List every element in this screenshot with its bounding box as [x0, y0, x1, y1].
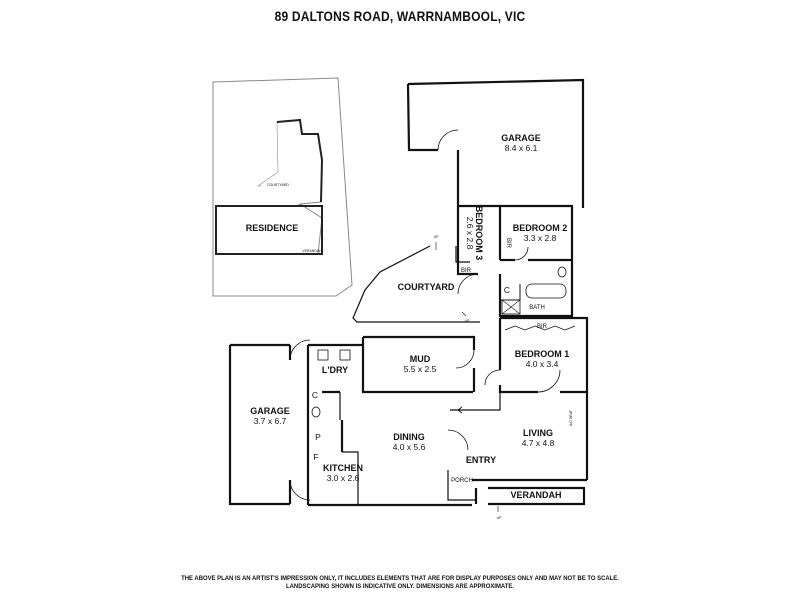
toilet-icon: [311, 406, 321, 418]
living-dims: 4.7 x 4.8: [522, 438, 555, 448]
bir-label: BIR: [461, 268, 472, 274]
bedroom-wall-top: [458, 204, 574, 278]
verandah-outline: [488, 486, 586, 506]
side-garage-left-bottom: [228, 345, 290, 506]
garage-main-label: GARAGE: [501, 133, 541, 143]
disclaimer: THE ABOVE PLAN IS AN ARTIST'S IMPRESSION…: [0, 575, 800, 591]
shower-cross-2: [501, 299, 521, 315]
courtyard-steps: [455, 246, 470, 263]
entry-arrowhead: [457, 406, 463, 414]
mud-dims: 5.5 x 2.5: [404, 364, 437, 374]
site-verandah-label: VERANDAH: [302, 249, 322, 253]
washer: [317, 349, 329, 361]
up-arrow-icon: [461, 311, 467, 317]
walls: [228, 78, 589, 507]
residence-courtyard-outline: [257, 121, 279, 187]
bed3-left: [456, 206, 478, 276]
bedroom3-dims: 2.6 x 2.8: [465, 217, 475, 250]
page-title: 89 DALTONS ROAD, WARRNAMBOOL, VIC: [274, 8, 526, 24]
bedroom3-label-group: BEDROOM 3 2.6 x 2.8: [465, 206, 484, 261]
bedroom2-label: BEDROOM 2: [513, 223, 568, 233]
living-label: LIVING: [523, 428, 553, 438]
verandah-label: VERANDAH: [510, 490, 561, 500]
mud-label: MUD: [410, 354, 431, 364]
residence-label: RESIDENCE: [246, 223, 299, 233]
site-boundary: [212, 77, 353, 297]
mud-top: [363, 335, 476, 350]
courtyard-label: COURTYARD: [398, 282, 455, 292]
bedroom2-dims: 3.3 x 2.8: [524, 233, 557, 243]
porch-label: PORCH: [451, 478, 473, 484]
shower: [501, 299, 521, 315]
toilet-icon: [557, 266, 567, 278]
living-top-inner: [450, 392, 501, 411]
residence-outline: [216, 119, 323, 207]
disclaimer-line1: THE ABOVE PLAN IS AN ARTIST'S IMPRESSION…: [181, 575, 619, 582]
up-label: UP: [465, 319, 471, 323]
courtyard-outline: [352, 245, 480, 323]
ac-heat-label: A/C HEAT: [569, 409, 573, 426]
bath-label: BATH: [529, 305, 545, 311]
bedroom1-bottom: [498, 385, 538, 394]
pantry-label: P: [315, 432, 321, 442]
garage-wall-top-right: [407, 78, 585, 208]
residence-outline-bold: [276, 118, 324, 203]
dining-label: DINING: [393, 432, 425, 442]
bedroom3-label: BEDROOM 3: [474, 206, 484, 261]
bir-label: BIR: [537, 324, 548, 330]
garage-wall-left: [406, 83, 438, 152]
site-courtyard-label: COURTYARD: [267, 183, 289, 187]
laundry-tub: [339, 349, 351, 361]
bedroom1-wall: [500, 316, 589, 394]
bir-robe-doors: [504, 325, 576, 331]
fridge-label: F: [313, 452, 318, 462]
site-plan-inset: [212, 77, 353, 297]
door-swings: [289, 129, 561, 501]
kitchen-bench: [342, 451, 359, 505]
bathtub: [525, 283, 567, 299]
kitchen-label: KITCHEN: [323, 463, 363, 473]
garage-side-dims: 3.7 x 6.7: [254, 416, 287, 426]
disclaimer-line2: LANDSCAPING SHOWN IS INDICATIVE ONLY. DI…: [286, 583, 514, 590]
bir-label: BIR: [505, 238, 511, 249]
entry-label: ENTRY: [466, 455, 496, 465]
up-label: UP: [497, 516, 503, 520]
mud-left-bottom: [361, 337, 473, 394]
bath-wall: [498, 274, 574, 318]
bedroom1-label: BEDROOM 1: [515, 349, 570, 359]
cupboard-label: C: [504, 285, 510, 295]
garage-side-label: GARAGE: [250, 406, 290, 416]
porch-wall: [447, 470, 476, 501]
garage-main-dims: 8.4 x 6.1: [505, 143, 538, 153]
dining-dims: 4.0 x 5.6: [393, 442, 426, 452]
up-label: UP: [434, 235, 440, 239]
laundry-label: L'DRY: [322, 365, 348, 375]
bedroom1-dims: 4.0 x 3.4: [526, 359, 559, 369]
kitchen-dims: 3.0 x 2.6: [327, 473, 360, 483]
residence-footprint: [215, 205, 323, 255]
laundry-cupboard-label: C: [312, 390, 318, 400]
